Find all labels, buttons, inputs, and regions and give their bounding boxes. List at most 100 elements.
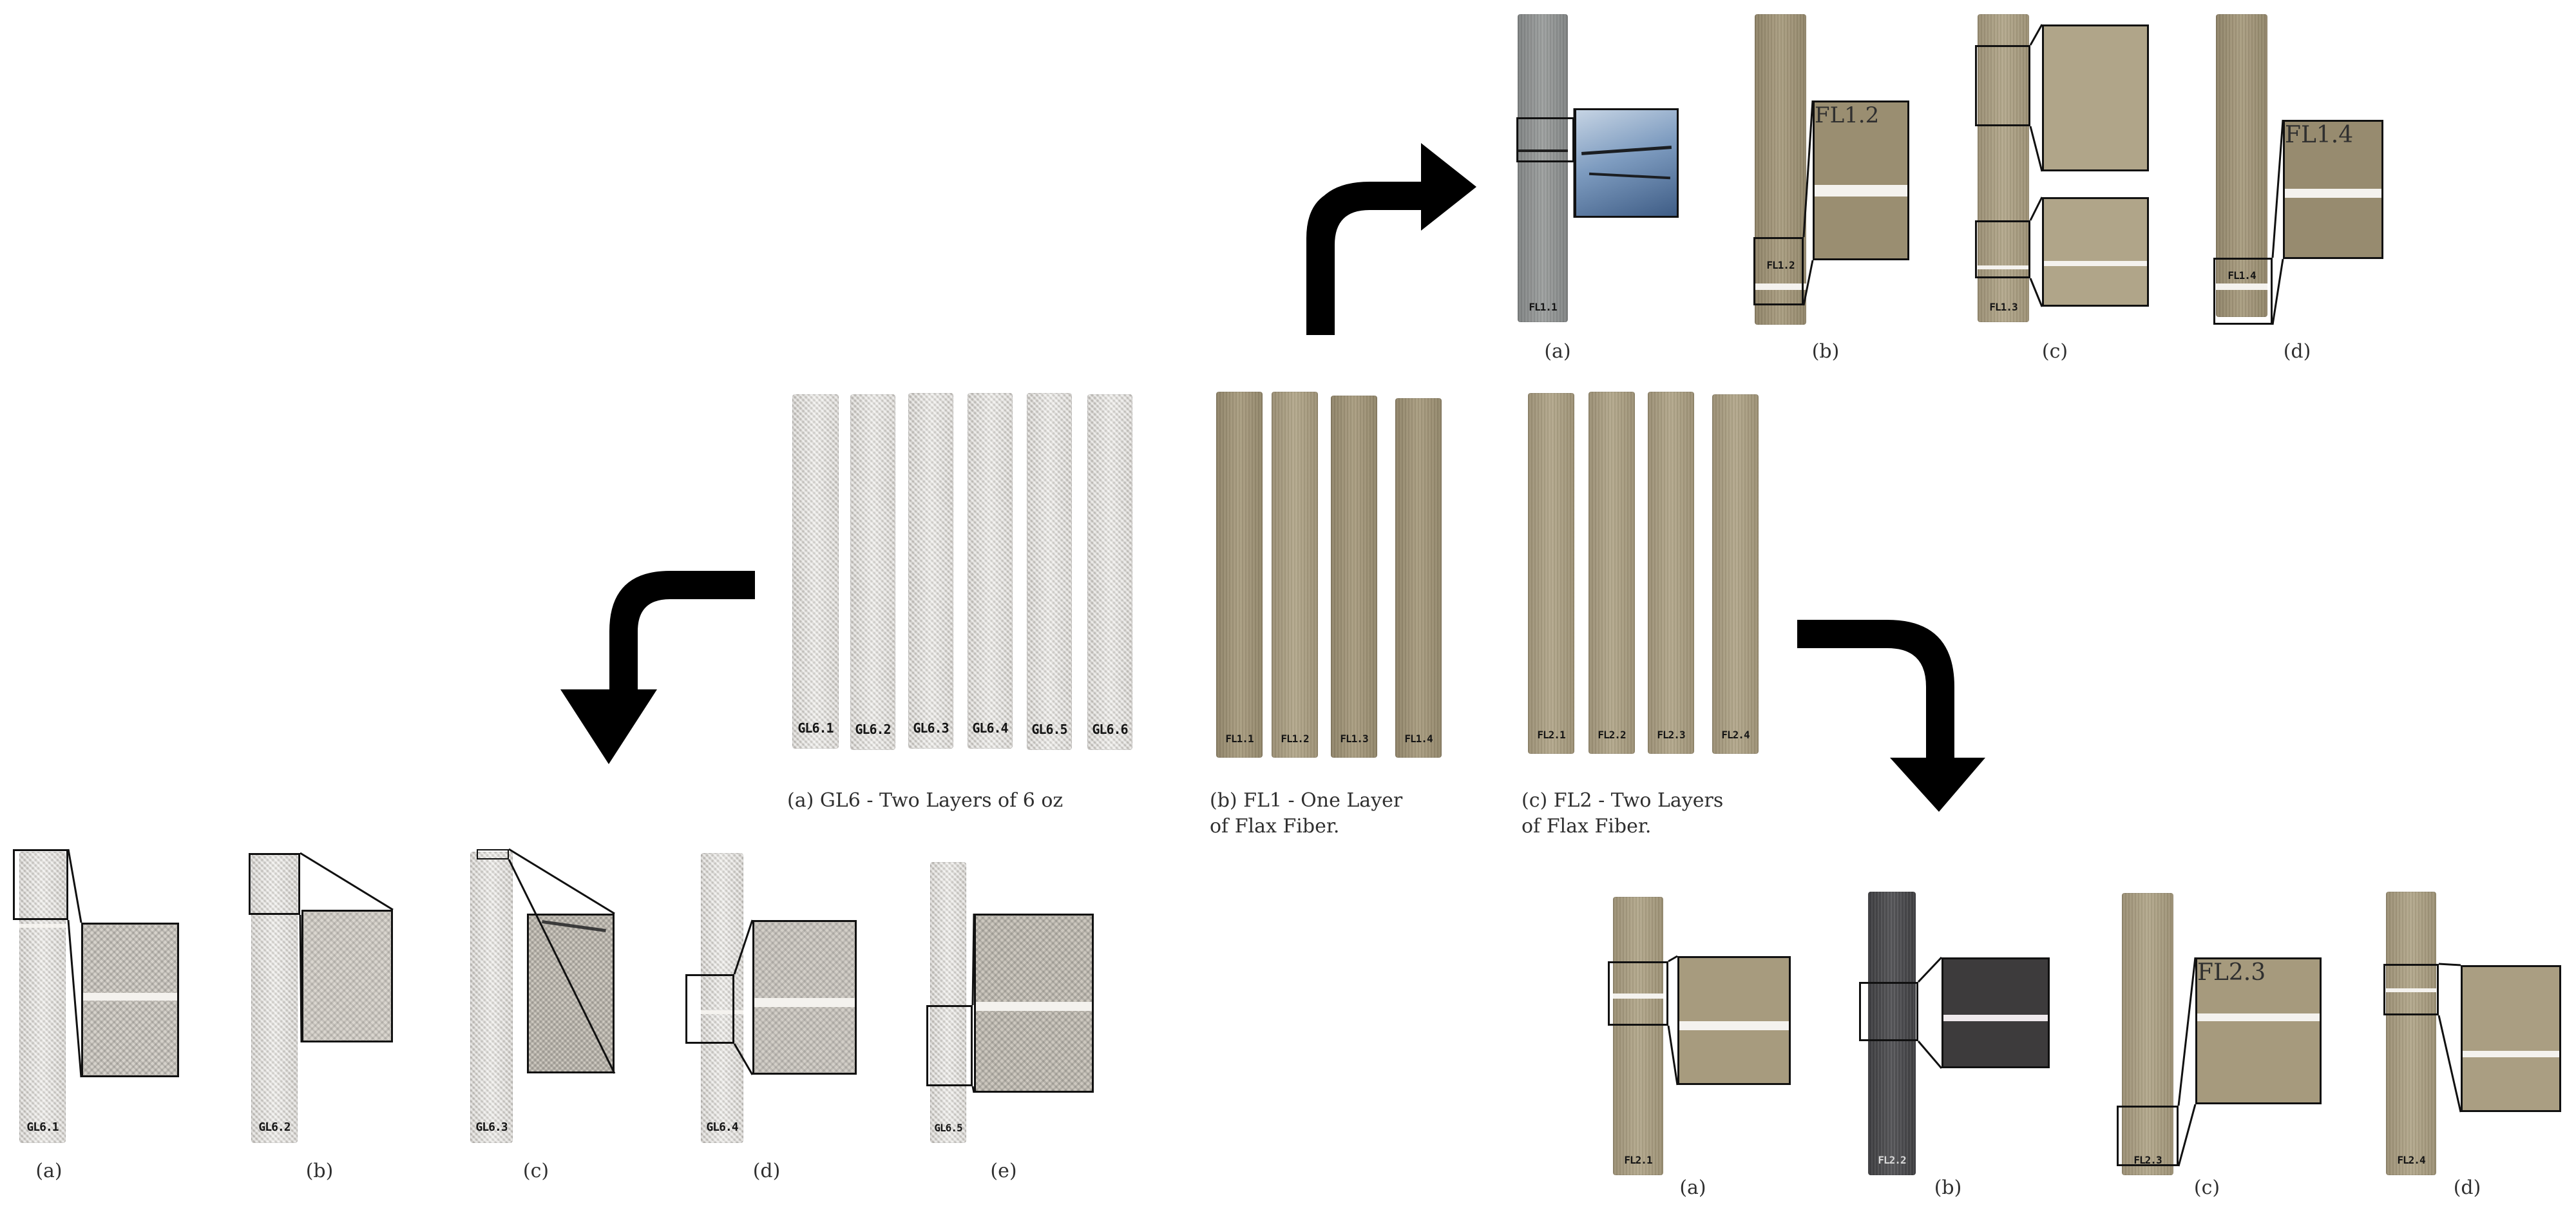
right-strip-d: FL2.4 bbox=[2386, 892, 2436, 1175]
right-zoom-box-small-b bbox=[1859, 982, 1918, 1041]
right-subcaption-c: (c) bbox=[2193, 1176, 2220, 1199]
right-subcaption-a: (a) bbox=[1679, 1176, 1706, 1199]
strip-label: GL6.2 bbox=[855, 722, 891, 737]
left-subcaption-a: (a) bbox=[35, 1160, 62, 1182]
top-strip-c: FL1.3 bbox=[1978, 14, 2029, 322]
strip-label: FL2.4 bbox=[2397, 1154, 2425, 1166]
zoom-connector-lines bbox=[67, 24, 2462, 1167]
left-zoom-box-small-e bbox=[926, 1005, 973, 1086]
fl1-strip-3: FL1.3 bbox=[1331, 396, 1377, 758]
strip-label: GL6.6 bbox=[1092, 722, 1128, 737]
right-strip-b: FL2.2 bbox=[1868, 892, 1916, 1175]
strip-label: GL6.3 bbox=[913, 720, 949, 736]
left-strip-d: GL6.4 bbox=[701, 853, 743, 1143]
right-zoom-box-small-a bbox=[1608, 961, 1668, 1026]
strip-label: FL1.1 bbox=[1529, 301, 1557, 313]
right-strip-a: FL2.1 bbox=[1613, 897, 1663, 1175]
strip-label: FL2.1 bbox=[1624, 1154, 1652, 1166]
strip-label: GL6.4 bbox=[972, 720, 1008, 736]
left-zoom-inset-c bbox=[527, 914, 615, 1073]
fl2-strip-2: FL2.2 bbox=[1589, 392, 1635, 754]
left-subcaption-d: (d) bbox=[752, 1160, 781, 1182]
caption-fl2-line2: of Flax Fiber. bbox=[1522, 815, 1652, 838]
right-subcaption-d: (d) bbox=[2453, 1176, 2481, 1199]
top-zoom-box-small-c2 bbox=[1975, 220, 2030, 278]
top-zoom-box-small-a bbox=[1516, 117, 1574, 162]
top-zoom-inset-c1 bbox=[2042, 24, 2149, 171]
top-subcaption-d: (d) bbox=[2283, 340, 2311, 363]
fl1-strip-1: FL1.1 bbox=[1216, 392, 1263, 758]
strip-label: GL6.1 bbox=[26, 1120, 59, 1134]
caption-fl2-line1: (c) FL2 - Two Layers bbox=[1522, 789, 1724, 812]
arrow-to-left-icon bbox=[560, 571, 755, 764]
zoom-label: FL2.3 bbox=[2197, 959, 2266, 986]
top-subcaption-c: (c) bbox=[2041, 340, 2068, 363]
left-zoom-box-small-b bbox=[249, 853, 300, 915]
top-zoom-inset-a bbox=[1574, 108, 1679, 218]
right-zoom-inset-c: FL2.3 bbox=[2195, 957, 2322, 1104]
strip-label: FL1.3 bbox=[1989, 301, 2018, 313]
caption-gl6: (a) GL6 - Two Layers of 6 oz bbox=[787, 789, 1064, 812]
strip-label: GL6.4 bbox=[706, 1120, 738, 1134]
left-zoom-inset-b bbox=[301, 910, 393, 1042]
right-zoom-box-small-d bbox=[2383, 964, 2439, 1015]
top-zoom-box-small-b bbox=[1753, 237, 1804, 305]
caption-fl1-line2: of Flax Fiber. bbox=[1210, 815, 1340, 838]
right-subcaption-b: (b) bbox=[1934, 1176, 1962, 1199]
gl6-strip-2: GL6.2 bbox=[850, 394, 895, 750]
left-strip-e: GL6.5 bbox=[930, 862, 966, 1143]
left-subcaption-c: (c) bbox=[522, 1160, 549, 1182]
left-subcaption-b: (b) bbox=[305, 1160, 334, 1182]
left-zoom-box-small-d bbox=[685, 974, 734, 1044]
left-zoom-box-small-a bbox=[13, 849, 68, 920]
strip-label: FL2.3 bbox=[2133, 1154, 2162, 1166]
right-strip-c: FL2.3 bbox=[2122, 893, 2173, 1175]
strip-label: GL6.3 bbox=[475, 1120, 508, 1134]
top-subcaption-b: (b) bbox=[1811, 340, 1840, 363]
gl6-strip-5: GL6.5 bbox=[1027, 393, 1072, 750]
left-zoom-inset-e bbox=[974, 914, 1094, 1093]
strip-label: GL6.5 bbox=[1031, 722, 1067, 737]
top-zoom-box-small-c1 bbox=[1975, 45, 2030, 126]
strip-label: FL1.2 bbox=[1281, 733, 1309, 745]
right-zoom-box-small-c bbox=[2117, 1106, 2179, 1166]
left-strip-c: GL6.3 bbox=[470, 852, 513, 1143]
left-zoom-box-small-c bbox=[477, 849, 509, 859]
top-zoom-inset-d: FL1.4 bbox=[2283, 120, 2383, 259]
gl6-strip-4: GL6.4 bbox=[968, 393, 1013, 749]
left-strip-a: GL6.1 bbox=[19, 852, 66, 1143]
strip-label: GL6.5 bbox=[934, 1122, 962, 1134]
left-strip-b: GL6.2 bbox=[251, 854, 298, 1143]
strip-label: FL2.4 bbox=[1721, 729, 1750, 741]
strip-label: FL1.4 bbox=[2228, 269, 2256, 282]
fl2-strip-4: FL2.4 bbox=[1712, 394, 1759, 754]
right-zoom-inset-a bbox=[1677, 956, 1791, 1085]
zoom-label: FL1.4 bbox=[2285, 122, 2354, 148]
strip-label: GL6.2 bbox=[258, 1120, 291, 1134]
top-strip-a: FL1.1 bbox=[1518, 14, 1568, 322]
strip-label: FL2.2 bbox=[1878, 1154, 1906, 1166]
zoom-label: FL1.2 bbox=[1815, 102, 1880, 128]
left-zoom-inset-d bbox=[752, 920, 857, 1075]
strip-label: FL1.3 bbox=[1340, 733, 1368, 745]
top-subcaption-a: (a) bbox=[1544, 340, 1571, 363]
arrow-to-right-icon bbox=[1797, 620, 1985, 812]
strip-label: FL2.3 bbox=[1657, 729, 1685, 741]
gl6-strip-1: GL6.1 bbox=[792, 394, 839, 749]
left-zoom-inset-a bbox=[81, 923, 179, 1077]
strip-label: FL1.4 bbox=[1404, 733, 1433, 745]
fl1-strip-2: FL1.2 bbox=[1272, 392, 1318, 758]
arrow-to-top-icon bbox=[1306, 143, 1476, 335]
gl6-strip-6: GL6.6 bbox=[1087, 394, 1132, 750]
top-zoom-box-small-d bbox=[2213, 258, 2273, 325]
fl1-strip-4: FL1.4 bbox=[1395, 398, 1442, 758]
fl2-strip-1: FL2.1 bbox=[1528, 393, 1574, 754]
top-strip-d: FL1.4 bbox=[2216, 14, 2267, 317]
strip-label: FL1.2 bbox=[1766, 259, 1795, 271]
top-zoom-inset-c2 bbox=[2042, 197, 2149, 307]
fl2-strip-3: FL2.3 bbox=[1648, 392, 1694, 754]
strip-label: FL2.2 bbox=[1598, 729, 1626, 741]
strip-label: GL6.1 bbox=[797, 720, 834, 736]
right-zoom-inset-b bbox=[1942, 957, 2050, 1068]
